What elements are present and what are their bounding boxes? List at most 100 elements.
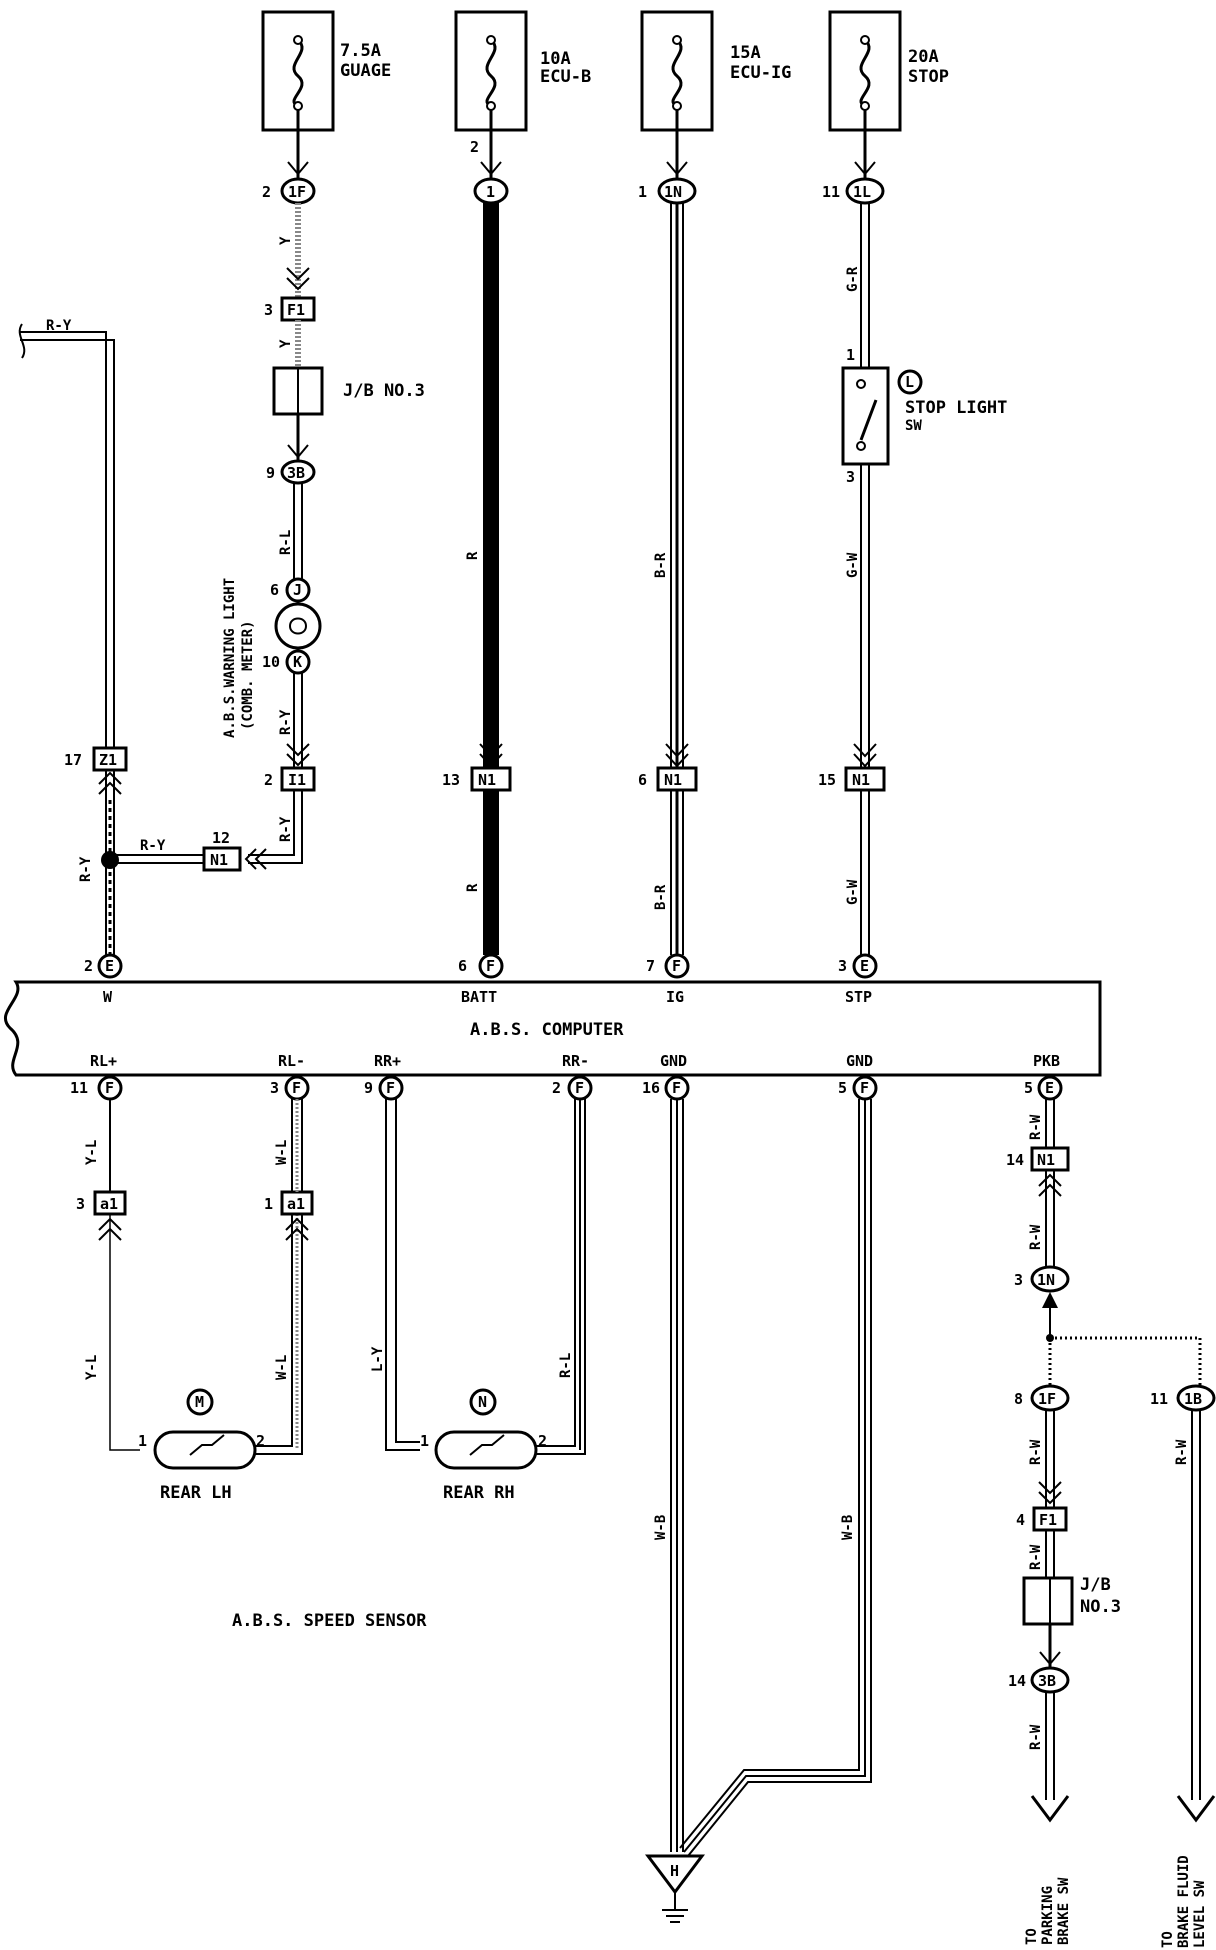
stop-switch-sub: SW [905,418,922,434]
stop-switch-label: STOP LIGHT [905,398,1007,418]
wire-ly: L-Y [370,1346,386,1372]
conn-f-rrp-pin: 9 [364,1079,373,1097]
conn-f-gnd2-id: F [860,1079,869,1097]
to-fluid-3: LEVEL SW [1192,1880,1208,1948]
wire-rw5: R-W [1028,1724,1044,1750]
wire-wl2: W-L [274,1355,290,1380]
wire-yl2: Y-L [84,1355,100,1380]
wire-rw1: R-W [1028,1114,1044,1140]
computer-pin-pkb: PKB [1033,1052,1060,1070]
w-circuit: R-Y Z1 17 R-Y R-Y E 2 [18,318,204,979]
conn-f-gnd2-pin: 5 [838,1079,847,1097]
conn-1n-pkb-id: 1N [1037,1271,1055,1289]
conn-z1-id: Z1 [99,751,117,769]
conn-e-stp-pin: 3 [838,957,847,975]
conn-1f-top-id: 1F [288,183,306,201]
conn-f-batt-id: F [486,957,495,975]
fuse-ecu-b-amp: 10A [540,49,571,69]
fuse-stop: 20A STOP [828,10,949,132]
sensor-rh-circuit: L-Y 1 N REAR RH 2 R-L A.B.S. SPEED SENSO… [232,1099,586,1631]
sensor-rh-id: N [478,1393,487,1411]
fuse-gauge-amp: 7.5A [340,41,381,61]
conn-j-id: J [293,581,302,599]
lh-pin2: 2 [256,1432,265,1450]
conn-3b-pkb-pin: 14 [1008,1672,1026,1690]
sensor-rh-label: REAR RH [443,1483,515,1503]
wire-ry-junction: R-Y [140,838,166,854]
wire-rw2: R-W [1028,1224,1044,1250]
ground-id: H [670,1862,679,1880]
to-fluid-2: BRAKE FLUID [1176,1855,1192,1948]
fuse-ecu-b-name: ECU-B [540,67,591,87]
speed-sensor-lh [153,1430,257,1470]
conn-e-pkb-id: E [1045,1079,1054,1097]
conn-f1-top-pin: 3 [264,301,273,319]
conn-e-stp-id: E [860,957,869,975]
conn-f-rrm-pin: 2 [552,1079,561,1097]
wire-gr: G-R [845,266,861,292]
computer-pin-rrm: RR- [562,1052,589,1070]
jb3-top-label: J/B NO.3 [343,381,425,401]
ground-circuit: W-B W-B H [645,1099,872,1923]
conn-1-top-pin: 2 [470,138,479,156]
sensor-lh-label: REAR LH [160,1483,232,1503]
conn-1n-top-pin: 1 [638,183,647,201]
conn-1f-pkb-id: 1F [1038,1390,1056,1408]
wire-rw6: R-W [1174,1439,1190,1465]
conn-j-pin: 6 [270,581,279,599]
fuse-ecu-ig-amp: 15A [730,43,761,63]
wire-y1: Y [278,236,294,245]
conn-f-ig-pin: 7 [646,957,655,975]
pkb-circuit: R-W N1 14 R-W 1N 3 1F 8 1B 11 R-W F1 4 R… [1006,1099,1216,1948]
conn-f-rrp-id: F [386,1079,395,1097]
conn-1f-top-pin: 2 [262,183,271,201]
wire-rw4: R-W [1028,1544,1044,1570]
conn-1n-top-id: 1N [664,183,682,201]
computer-pin-rlp: RL+ [90,1052,117,1070]
wire-ry-left: R-Y [78,856,94,882]
wire-r2: R [465,883,481,892]
conn-n1-pkb-pin: 14 [1006,1151,1024,1169]
computer-pin-ig: IG [666,988,684,1006]
wire-rw3: R-W [1028,1439,1044,1465]
computer-pin-batt: BATT [461,988,497,1006]
computer-pin-rlm: RL- [278,1052,305,1070]
fuse-gauge-name: GUAGE [340,61,391,81]
conn-a1-left-pin: 3 [76,1195,85,1213]
computer-title: A.B.S. COMPUTER [470,1020,624,1040]
sensor-lh-circuit: Y-L a1 3 Y-L 1 M REAR LH 2 W-L a1 1 W-L [76,1099,314,1503]
conn-a1-right-id: a1 [287,1195,305,1213]
stop-switch-id: L [905,373,914,391]
conn-n1-batt-id: N1 [478,771,496,789]
conn-1b-pkb-id: 1B [1184,1390,1202,1408]
wire-wb1: W-B [653,1515,669,1540]
conn-f1-pkb-pin: 4 [1016,1511,1025,1529]
to-fluid-1: TO [1160,1931,1176,1948]
conn-f-gnd1-pin: 16 [642,1079,660,1097]
batt-circuit: 1 2 R N1 13 R F 6 [442,110,512,979]
conn-n1-ig-id: N1 [664,771,682,789]
wire-ry-top: R-Y [46,318,72,334]
wire-gw2: G-W [845,879,861,905]
wire-rl: R-L [278,530,294,555]
conn-f-batt-pin: 6 [458,957,467,975]
conn-1l-top-pin: 11 [822,183,840,201]
conn-n1-junction-pin: 12 [212,829,230,847]
wire-br1: B-R [653,552,669,578]
conn-n1-stp-id: N1 [852,771,870,789]
conn-n1-junction-id: N1 [210,851,228,869]
conn-e-w-id: E [105,957,114,975]
junction-dot [101,851,119,869]
conn-3b-pkb-id: 3B [1038,1672,1056,1690]
conn-3b-top-pin: 9 [266,464,275,482]
conn-f-rlm-pin: 3 [270,1079,279,1097]
warning-light-label: A.B.S.WARNING LIGHT [222,578,238,738]
rh-pin2: 2 [538,1432,547,1450]
wire-gw1: G-W [845,552,861,578]
conn-f1-top-id: F1 [287,301,305,319]
sensor-lh-id: M [195,1393,204,1411]
wire-wl1: W-L [274,1140,290,1165]
fuse-stop-name: STOP [908,67,949,87]
computer-bottom-connectors: F 11 F 3 F 9 F 2 F 16 F 5 E 5 [70,1075,1063,1101]
computer-pin-rrp: RR+ [374,1052,401,1070]
